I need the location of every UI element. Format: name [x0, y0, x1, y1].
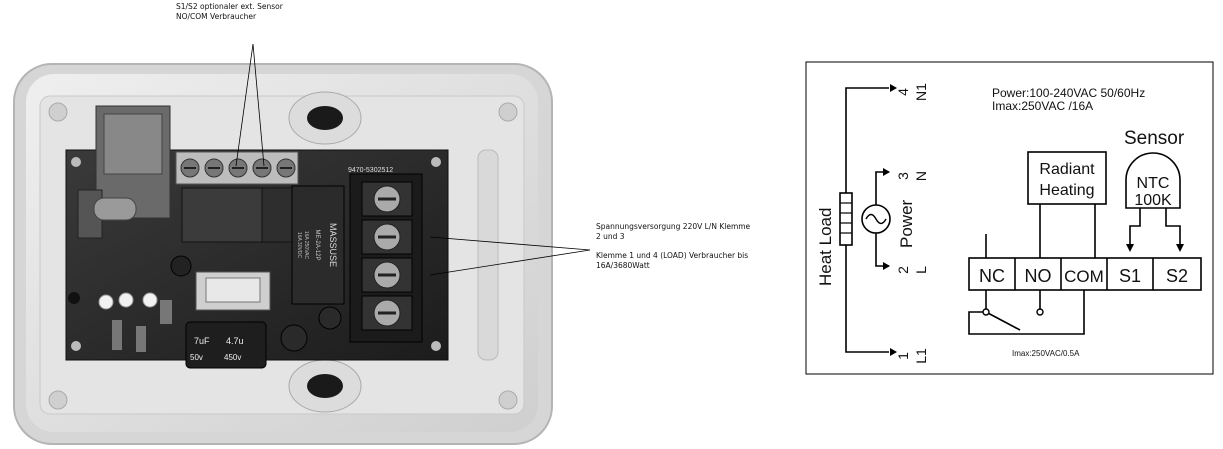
power-relay — [291, 185, 345, 305]
capacitor-small — [170, 255, 192, 277]
sensor-annotation-line2: NO/COM Verbraucher — [176, 11, 257, 21]
pcb-hole — [431, 157, 441, 167]
relay-brand: MASSUSE — [328, 223, 338, 267]
aux-relay — [261, 187, 293, 243]
contact-max-label: Imax:250VAC/0.5A — [1012, 349, 1080, 358]
terminal-s2: S2 — [1166, 266, 1188, 286]
terminal-l: L — [913, 266, 929, 274]
power-spec-line1: Power:100-240VAC 50/60Hz — [992, 86, 1145, 100]
terminal-arrows — [883, 84, 897, 356]
sensor-arrows — [1126, 244, 1184, 252]
contact-nc-node — [982, 308, 990, 316]
rf-module-chip — [103, 113, 163, 175]
relay-rating1: 16A 250VAC — [303, 231, 309, 260]
load-annotation-line2: 16A/3680Watt — [596, 260, 650, 270]
load-annotation-line1: Klemme 1 und 4 (LOAD) Verbraucher bis — [596, 251, 749, 260]
relay-rating2: 16A 30VDC — [296, 232, 302, 259]
resistor — [160, 300, 172, 324]
heat-load-resistor — [839, 192, 853, 246]
device-photo: MASSUSE ME-2A-12P 16A 250VAC 16A 30VDC 9… — [13, 43, 591, 445]
terminal-nc: NC — [979, 266, 1005, 286]
button — [68, 292, 80, 304]
radiant-line1: Radiant — [1039, 161, 1095, 178]
signal-relay — [181, 187, 263, 243]
terminal-com: COM — [1064, 267, 1104, 286]
sensor-heading: Sensor — [1124, 128, 1185, 149]
wiring-diagram: Power:100-240VAC 50/60Hz Imax:250VAC /16… — [805, 61, 1214, 375]
power-annotation-line1: Spannungsversorgung 220V L/N Klemme — [596, 222, 751, 231]
terminal-n: N — [913, 171, 929, 181]
capacitor — [318, 306, 342, 330]
led — [118, 292, 134, 308]
terminal-4: 4 — [895, 88, 911, 96]
ntc-line2: 100K — [1134, 192, 1172, 209]
terminal-1: 1 — [895, 352, 911, 360]
power-annotation: Spannungsversorgung 220V L/N Klemme 2 un… — [596, 222, 796, 270]
board-code: 9470-5302512 — [348, 167, 393, 174]
terminal-dividers — [1014, 258, 1154, 290]
terminal-strip — [968, 257, 1202, 291]
screw-boss-tr — [498, 102, 518, 122]
terminal-2: 2 — [895, 266, 911, 274]
heat-load-label: Heat Load — [816, 208, 835, 286]
cap-label-2: 4.7u — [226, 336, 244, 346]
led — [142, 292, 158, 308]
transformer-core — [205, 277, 261, 303]
heat-load-hatch — [840, 202, 852, 234]
screw-boss-bl — [48, 390, 68, 410]
terminal-n1: N1 — [913, 83, 929, 101]
resistor — [112, 320, 122, 350]
ntc-line1: NTC — [1137, 175, 1170, 192]
radiant-heating-box — [1027, 151, 1107, 205]
pcb-hole — [431, 341, 441, 351]
terminal-3: 3 — [895, 172, 911, 180]
relay-model: ME-2A-12P — [314, 229, 320, 260]
cap-label-4: 50v — [190, 353, 203, 362]
film-capacitor — [185, 321, 267, 369]
terminal-wires — [968, 204, 1181, 335]
crystal — [93, 197, 137, 221]
capacitor — [280, 324, 308, 352]
terminal-l1: L1 — [913, 348, 929, 364]
led — [98, 294, 114, 310]
leader-lines — [235, 43, 591, 276]
mount-hole-bottom — [307, 374, 343, 398]
power-spec-line2: Imax:250VAC /16A — [992, 99, 1093, 113]
contact-no-node — [1036, 308, 1044, 316]
cap-label-3: 450v — [224, 353, 241, 362]
side-rail — [477, 149, 499, 361]
terminal-s1: S1 — [1119, 266, 1141, 286]
radiant-line2: Heating — [1039, 182, 1094, 199]
mount-hole-top — [307, 106, 343, 130]
power-terminal-screws — [361, 181, 413, 331]
screw-boss-br — [498, 390, 518, 410]
pcb-hole — [71, 157, 81, 167]
pcb-hole — [71, 341, 81, 351]
terminal-no: NO — [1025, 266, 1052, 286]
sensor-annotation: S1/S2 optionaler ext. Sensor NO/COM Verb… — [176, 2, 376, 21]
cap-label-1: 7uF — [194, 336, 210, 346]
screw-boss-tl — [48, 102, 68, 122]
sensor-annotation-line1: S1/S2 optionaler ext. Sensor — [176, 2, 283, 11]
sensor-terminal-screws — [180, 158, 296, 178]
power-annotation-line2: 2 und 3 — [596, 231, 625, 241]
power-label: Power — [897, 199, 916, 248]
resistor — [136, 326, 146, 352]
ac-wave — [865, 213, 887, 225]
ntc-sensor-shape — [1125, 152, 1181, 209]
